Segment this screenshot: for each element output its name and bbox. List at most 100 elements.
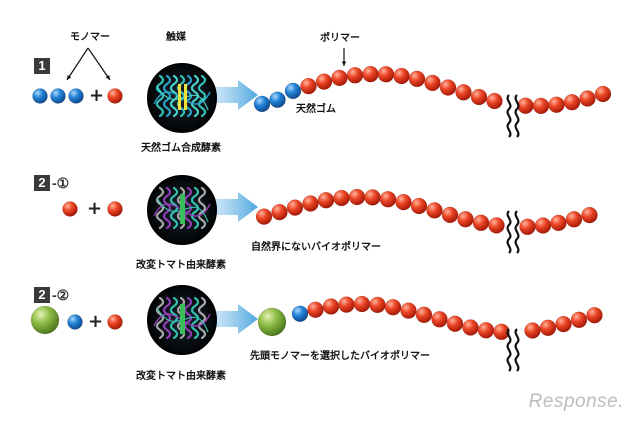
monomer-bead <box>570 311 588 329</box>
monomer-bead <box>517 97 534 114</box>
enzyme-structure-icon <box>147 175 217 245</box>
pointer-line <box>66 47 89 81</box>
monomer-bead <box>594 85 612 103</box>
monomer-bead <box>317 191 335 209</box>
response-watermark: Response. <box>528 391 624 412</box>
monomer-bead <box>424 74 441 92</box>
red-monomer <box>107 314 123 330</box>
monomer-bead <box>586 306 603 324</box>
monomer-bead <box>488 217 505 234</box>
monomer-bead <box>472 214 490 232</box>
monomer-bead <box>410 197 428 215</box>
monomer-bead <box>379 190 397 208</box>
monomer-bead <box>581 206 598 224</box>
monomer-bead <box>333 189 350 207</box>
panel-1-badge: 1 <box>34 58 50 74</box>
ligand-marker <box>180 194 185 224</box>
panel-2-1-suffix: -① <box>52 175 70 191</box>
monomer-bead <box>441 206 459 224</box>
monomer-bead <box>532 97 550 115</box>
monomer-bead <box>315 73 333 90</box>
monomer-bead <box>400 302 417 319</box>
monomer-bead <box>284 82 302 100</box>
monomer-bead <box>563 93 581 111</box>
red-monomer <box>62 201 78 217</box>
green-monomer <box>30 305 60 335</box>
break-squiggle <box>506 210 512 254</box>
helix-ribbon <box>162 186 172 230</box>
enzyme-label-2: 改変トマト由来酵素 <box>136 260 226 271</box>
helix-ribbon <box>155 74 165 118</box>
break-squiggle <box>514 328 520 372</box>
monomer-bead <box>431 311 448 328</box>
panel-2-1-badge: 2 <box>34 175 50 191</box>
break-squiggle <box>514 94 520 138</box>
break-squiggle <box>506 94 512 138</box>
ligand-marker <box>184 84 187 110</box>
catalyst-label: 触媒 <box>166 32 186 43</box>
monomer-bead <box>455 84 472 101</box>
monomer-bead <box>346 67 364 84</box>
blue-monomer <box>50 88 66 104</box>
natural-rubber-label: 天然ゴム <box>296 104 336 115</box>
polymer-chain <box>291 295 603 341</box>
monomer-bead <box>426 202 443 219</box>
monomer-bead <box>269 91 286 108</box>
initiator-bead <box>257 307 287 337</box>
pointer-arrow-icon <box>87 47 111 81</box>
helix-ribbon <box>162 74 172 118</box>
monomer-bead <box>384 298 402 316</box>
monomer-bead <box>550 214 567 232</box>
ligand-marker <box>178 84 181 110</box>
helix-ribbon <box>155 296 165 340</box>
monomer-bead <box>300 77 317 95</box>
helix-ribbon <box>169 74 179 118</box>
monomer-bead <box>369 296 386 314</box>
monomer-bead <box>519 218 536 236</box>
monomer-bead <box>286 199 304 216</box>
monomer-label: モノマー <box>70 32 110 43</box>
pointer-line <box>87 47 111 81</box>
monomer-bead <box>539 319 557 337</box>
monomer-bead <box>255 208 273 225</box>
break-squiggle <box>506 328 512 372</box>
monomer-bead <box>493 323 510 341</box>
panel-2-2-badge: 2 <box>34 287 50 303</box>
product-label-3: 先頭モノマーを選択したバイオポリマー <box>250 351 430 362</box>
pointer-arrow-icon <box>66 47 89 81</box>
monomer-bead <box>393 67 410 85</box>
pointer-head <box>67 75 72 80</box>
monomer-bead <box>338 296 355 313</box>
monomer-bead <box>331 69 348 87</box>
polymer-chain <box>255 188 598 236</box>
blue-monomer <box>67 314 83 330</box>
monomer-bead <box>534 217 552 234</box>
polymer-label: ポリマー <box>320 33 360 44</box>
enzyme-structure-icon <box>147 285 217 355</box>
plus-sign-1: + <box>89 85 105 106</box>
monomer-bead <box>548 96 565 113</box>
red-monomer <box>107 201 123 217</box>
monomer-bead <box>362 65 379 83</box>
break-squiggle <box>514 210 520 254</box>
chain-break-mark <box>506 328 520 372</box>
helix-ribbon <box>169 186 179 230</box>
monomer-bead <box>302 195 319 212</box>
pointer-head <box>341 61 347 66</box>
monomer-bead <box>322 298 340 315</box>
monomer-bead <box>307 301 324 318</box>
monomer-bead <box>415 306 433 324</box>
monomer-bead <box>271 203 288 221</box>
monomer-bead <box>348 188 366 206</box>
plus-sign-2: + <box>87 198 103 219</box>
monomer-bead <box>439 79 457 96</box>
monomer-bead <box>524 322 541 339</box>
monomer-bead <box>291 305 309 322</box>
plus-sign-3: + <box>88 311 104 332</box>
blue-monomer <box>32 88 48 104</box>
polymer-chain <box>253 65 612 115</box>
monomer-bead <box>408 70 426 88</box>
product-label-2: 自然界にないバイオポリマー <box>251 242 381 253</box>
red-monomer <box>107 88 123 104</box>
